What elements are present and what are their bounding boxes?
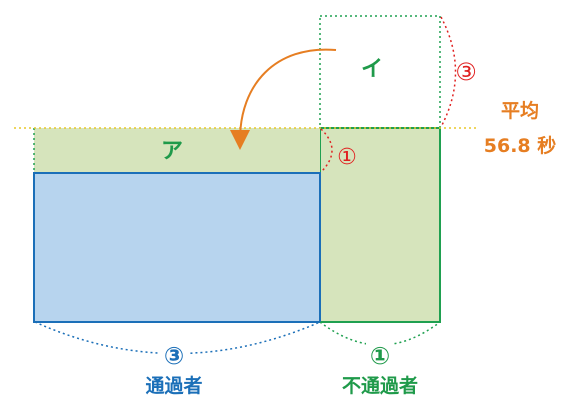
ratio-i-height: ③	[455, 58, 477, 86]
label-a: ア	[161, 139, 183, 164]
ratio-nonpassers-width: ①	[370, 342, 390, 370]
ratio-passers-width: ③	[164, 342, 184, 370]
rect-a	[34, 128, 320, 173]
ratio-nonpassers-bg	[366, 343, 394, 367]
average-value: 56.8 秒	[484, 134, 557, 157]
move-arrow	[230, 48, 337, 150]
average-label: 平均	[501, 99, 539, 122]
rect-passers	[33, 172, 321, 323]
label-nonpassers: 不通過者	[342, 375, 418, 397]
label-passers: 通過者	[145, 375, 202, 397]
ratio-a-height: ①	[337, 145, 357, 170]
label-i: イ	[361, 57, 383, 82]
brace-i-height	[440, 16, 457, 128]
ratio-passers-bg	[160, 343, 188, 367]
rect-nonpassers	[319, 127, 441, 323]
